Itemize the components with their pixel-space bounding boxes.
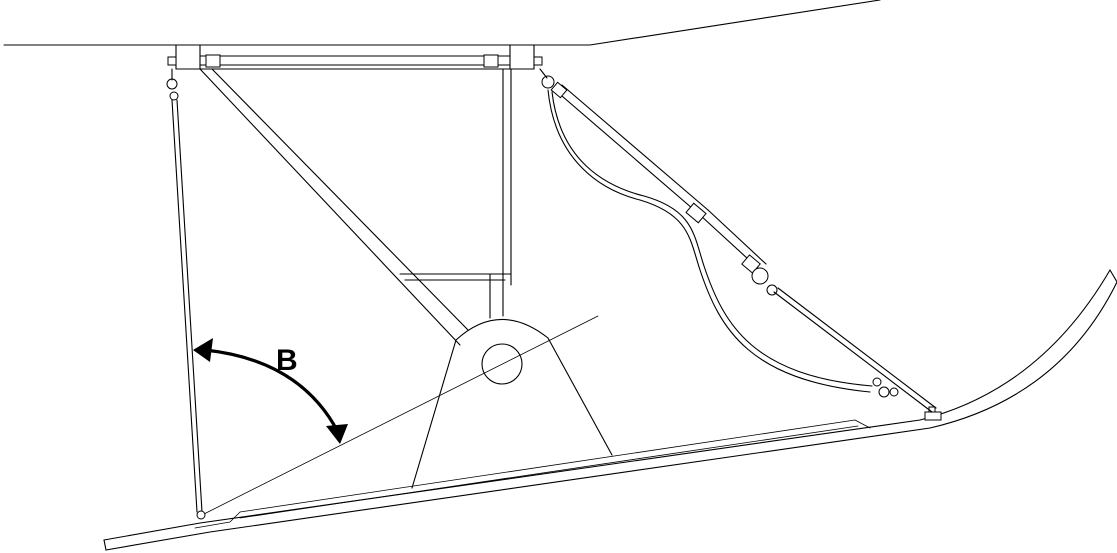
rear-check-cable (166, 68, 206, 520)
angle-b-arrow (193, 338, 348, 444)
fuselage-underside (3, 0, 881, 46)
front-shock-strut (539, 68, 937, 413)
ski (103, 269, 1117, 551)
reference-line (199, 315, 599, 517)
gear-leg-structure (167, 44, 543, 346)
safety-cable (547, 89, 899, 398)
ski-pedestal (411, 319, 613, 489)
angle-b-label: B (276, 344, 298, 377)
